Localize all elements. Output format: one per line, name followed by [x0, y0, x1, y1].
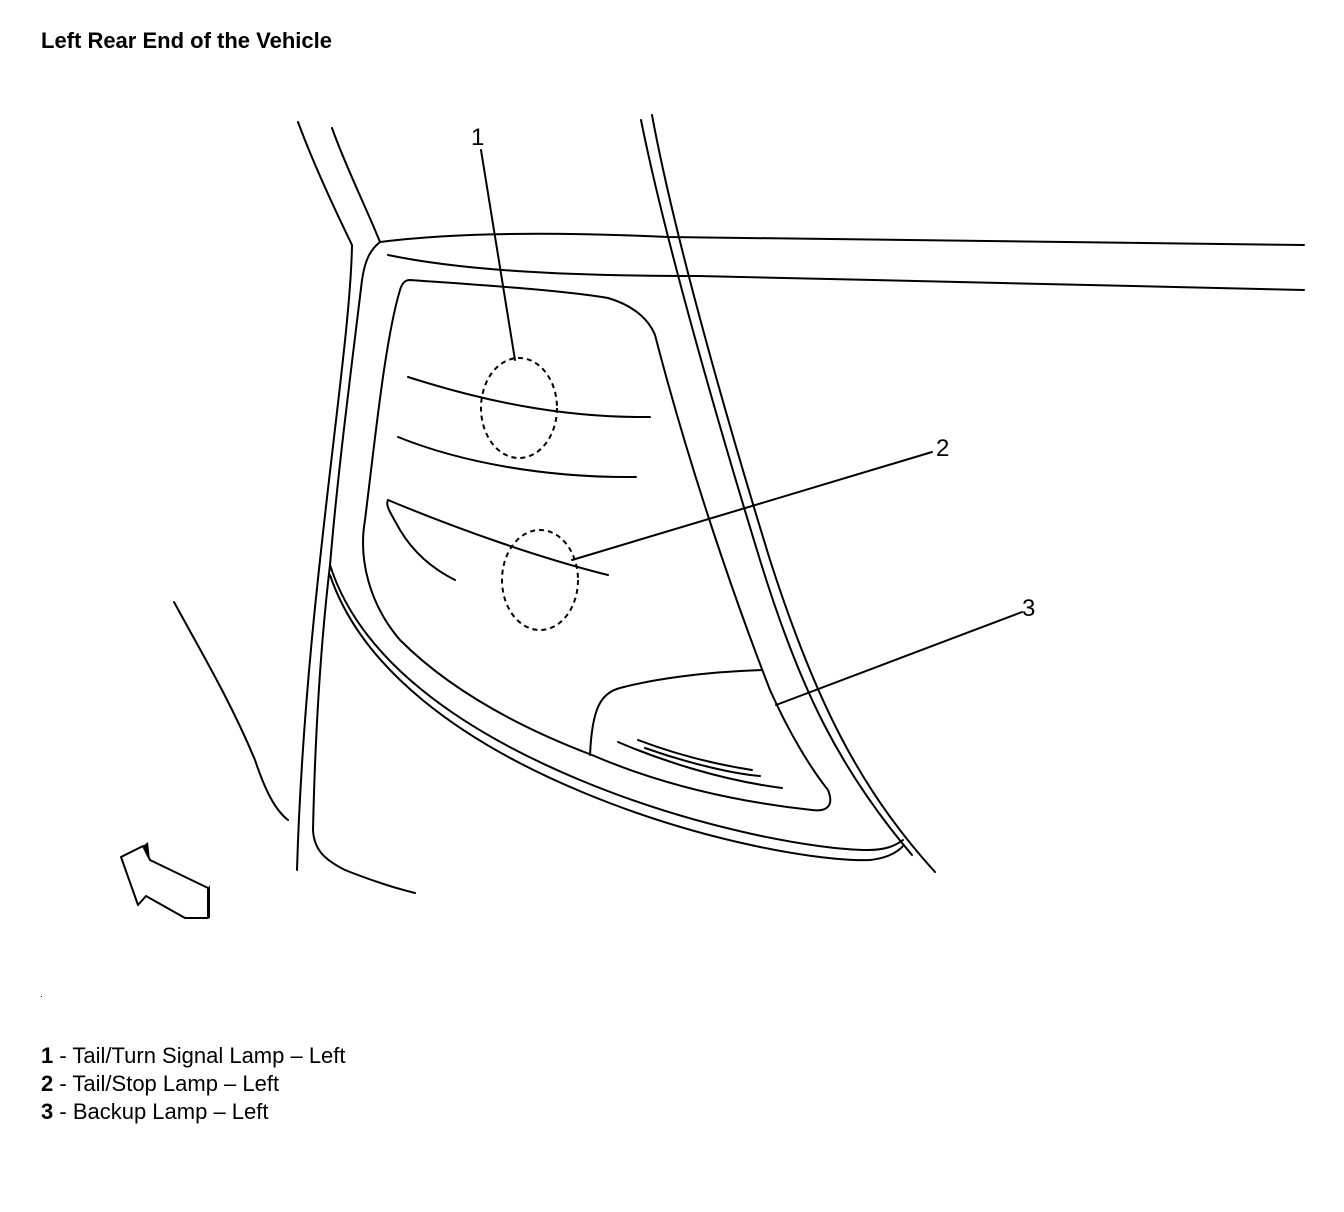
- page-title: Left Rear End of the Vehicle: [41, 28, 332, 53]
- stray-dot: [41, 996, 42, 997]
- forward-direction-arrow-icon: [120, 842, 210, 919]
- lens-line-1: [407, 376, 651, 419]
- lower-contour-b: [329, 574, 905, 862]
- legend: 1 - Tail/Turn Signal Lamp – Left 2 - Tai…: [41, 1042, 346, 1126]
- legend-item-3: 3 - Backup Lamp – Left: [41, 1098, 346, 1126]
- lens-line-3: [387, 499, 609, 576]
- legend-item-1: 1 - Tail/Turn Signal Lamp – Left: [41, 1042, 346, 1070]
- tail-stop-lamp-marker: [501, 529, 579, 631]
- lens-line-2: [397, 436, 637, 479]
- lens-line-4: [386, 499, 456, 581]
- lower-contour-a: [329, 564, 904, 851]
- tail-turn-lamp-marker: [480, 357, 558, 459]
- backup-lamp-window: [589, 669, 763, 756]
- callout-1-leader: [480, 149, 516, 361]
- vehicle-rear-diagram: 1 2 3: [120, 114, 1305, 919]
- lamp-housing-outer: [379, 232, 1305, 246]
- body-line-lower-left: [173, 601, 289, 821]
- callout-3-leader: [775, 611, 1023, 706]
- backup-line-2: [617, 741, 783, 789]
- quarter-panel-line-b: [651, 114, 936, 873]
- callout-2-leader: [571, 451, 933, 561]
- legend-label: Tail/Turn Signal Lamp – Left: [72, 1043, 346, 1068]
- lamp-lens-outline: [362, 279, 832, 812]
- callout-2-number: 2: [936, 435, 949, 462]
- callout-1-number: 1: [471, 124, 484, 151]
- housing-left-edge: [312, 241, 416, 894]
- legend-number: 2: [41, 1071, 54, 1096]
- pillar-outer-line: [296, 121, 353, 871]
- backup-line-3: [644, 747, 761, 777]
- legend-item-2: 2 - Tail/Stop Lamp – Left: [41, 1070, 346, 1098]
- callout-3-number: 3: [1022, 595, 1035, 622]
- legend-number: 1: [41, 1043, 54, 1068]
- legend-label: Tail/Stop Lamp – Left: [72, 1071, 280, 1096]
- backup-line-1: [637, 739, 753, 771]
- legend-number: 3: [41, 1099, 54, 1124]
- legend-separator: -: [53, 1099, 73, 1124]
- upper-body-line: [387, 254, 1305, 291]
- legend-label: Backup Lamp – Left: [72, 1099, 269, 1124]
- legend-separator: -: [53, 1043, 73, 1068]
- legend-separator: -: [53, 1071, 73, 1096]
- quarter-panel-line-a: [640, 119, 913, 856]
- pillar-inner-line: [331, 127, 381, 243]
